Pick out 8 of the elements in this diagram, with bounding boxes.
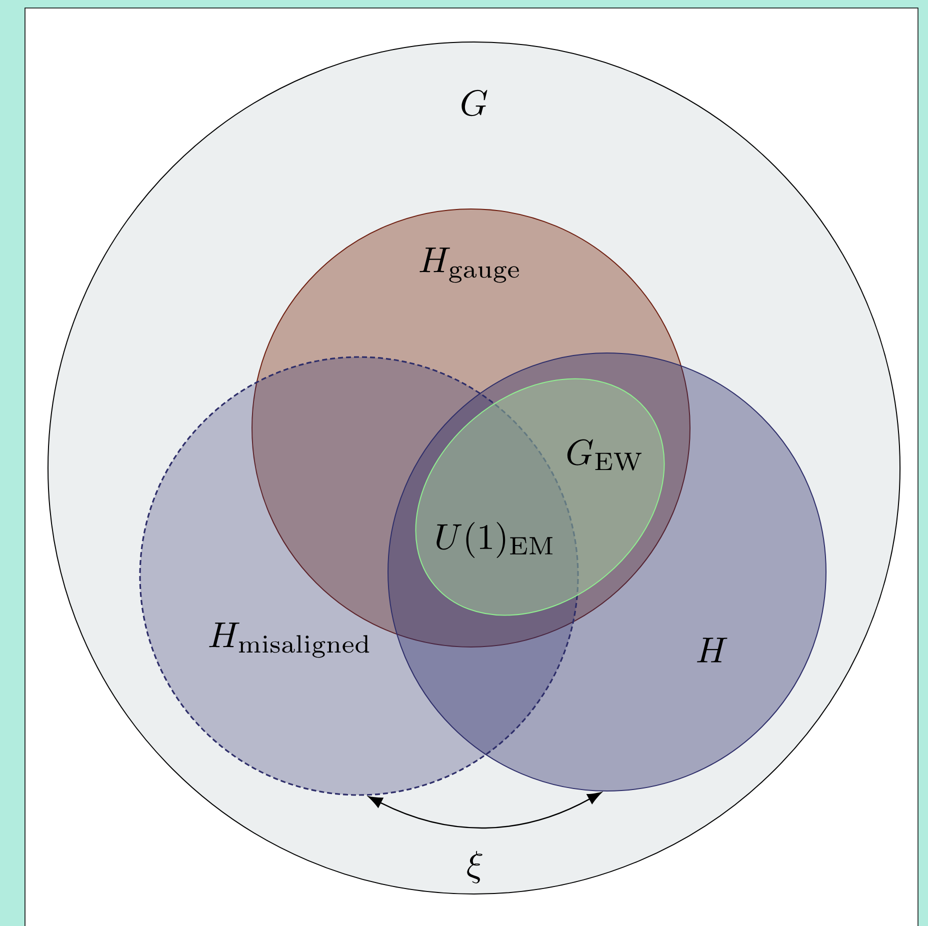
set-label: $G_{\mathrm{EW}}$: [567, 439, 642, 470]
set-label: $H$: [697, 638, 728, 662]
set-label: $H_{\mathrm{misaligned}}$: [209, 622, 370, 658]
set-label: $U(1)_{\mathrm{EM}}$: [436, 522, 552, 558]
set-label: $H_{\mathrm{gauge}}$: [420, 248, 519, 283]
edge-label: $\xi$: [467, 850, 482, 884]
double-arrow: [368, 792, 602, 829]
set-label: $G$: [462, 90, 488, 116]
